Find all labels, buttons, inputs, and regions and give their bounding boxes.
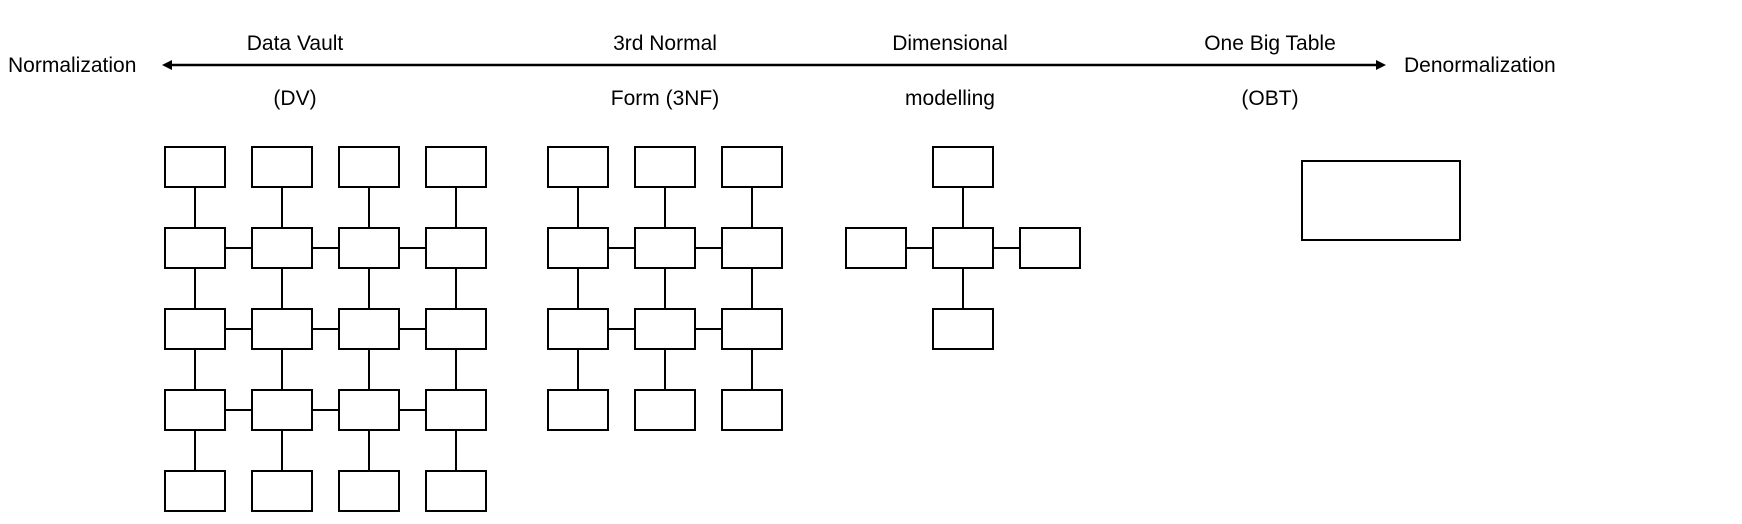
connector-vertical bbox=[281, 188, 283, 227]
connector-horizontal bbox=[313, 409, 338, 411]
stage-label-data-vault: Data Vault (DV) bbox=[195, 3, 395, 139]
stage-label-dimensional-modelling: Dimensional modelling bbox=[850, 3, 1050, 139]
table-box bbox=[164, 146, 226, 188]
table-box bbox=[634, 227, 696, 269]
connector-horizontal bbox=[400, 247, 425, 249]
table-box bbox=[721, 227, 783, 269]
connector-vertical bbox=[368, 431, 370, 470]
connector-horizontal bbox=[696, 247, 721, 249]
dimension-table-box bbox=[1019, 227, 1081, 269]
connector-vertical bbox=[962, 188, 964, 227]
connector-vertical bbox=[751, 269, 753, 308]
connector-horizontal bbox=[696, 328, 721, 330]
stage-label-line1: Dimensional bbox=[892, 32, 1008, 56]
connector-horizontal bbox=[400, 409, 425, 411]
connector-vertical bbox=[664, 188, 666, 227]
connector-vertical bbox=[368, 188, 370, 227]
connector-vertical bbox=[194, 188, 196, 227]
connector-horizontal bbox=[226, 247, 251, 249]
connector-vertical bbox=[962, 269, 964, 308]
table-box bbox=[251, 227, 313, 269]
table-box bbox=[721, 308, 783, 350]
table-box bbox=[164, 227, 226, 269]
stage-label-line2: (DV) bbox=[273, 86, 317, 110]
table-box bbox=[425, 308, 487, 350]
table-box bbox=[164, 389, 226, 431]
table-box bbox=[634, 146, 696, 188]
connector-vertical bbox=[577, 188, 579, 227]
table-box bbox=[338, 389, 400, 431]
table-box bbox=[251, 389, 313, 431]
connector-horizontal bbox=[609, 328, 634, 330]
connector-vertical bbox=[455, 350, 457, 389]
fact-table-box bbox=[932, 227, 994, 269]
table-box bbox=[338, 470, 400, 512]
connector-vertical bbox=[664, 269, 666, 308]
stage-label-line2: Form (3NF) bbox=[610, 86, 720, 110]
table-box bbox=[547, 389, 609, 431]
table-box bbox=[338, 227, 400, 269]
table-box bbox=[721, 146, 783, 188]
table-box bbox=[164, 308, 226, 350]
table-box bbox=[251, 308, 313, 350]
connector-horizontal bbox=[609, 247, 634, 249]
table-box bbox=[547, 308, 609, 350]
axis-label-denormalization: Denormalization bbox=[1404, 54, 1556, 77]
dimension-table-box bbox=[845, 227, 907, 269]
table-box bbox=[425, 470, 487, 512]
connector-vertical bbox=[751, 188, 753, 227]
connector-horizontal bbox=[313, 328, 338, 330]
connector-vertical bbox=[281, 431, 283, 470]
connector-vertical bbox=[194, 431, 196, 470]
table-box bbox=[634, 308, 696, 350]
stage-label-line2: (OBT) bbox=[1241, 86, 1299, 110]
stage-label-line1: Data Vault bbox=[246, 32, 344, 56]
one-big-table-box bbox=[1301, 160, 1461, 241]
table-box bbox=[547, 146, 609, 188]
connector-vertical bbox=[577, 269, 579, 308]
dimension-table-box bbox=[932, 308, 994, 350]
connector-vertical bbox=[368, 269, 370, 308]
table-box bbox=[547, 227, 609, 269]
connector-horizontal bbox=[994, 247, 1019, 249]
connector-vertical bbox=[194, 350, 196, 389]
connector-vertical bbox=[455, 431, 457, 470]
table-box bbox=[425, 227, 487, 269]
stage-label-one-big-table: One Big Table (OBT) bbox=[1170, 3, 1370, 139]
normalization-axis-arrow bbox=[162, 60, 1386, 70]
connector-horizontal bbox=[313, 247, 338, 249]
axis-label-normalization: Normalization bbox=[8, 54, 137, 77]
stage-label-third-normal-form: 3rd Normal Form (3NF) bbox=[565, 3, 765, 139]
stage-label-line1: One Big Table bbox=[1204, 32, 1336, 56]
connector-vertical bbox=[194, 269, 196, 308]
stage-label-line1: 3rd Normal bbox=[613, 32, 717, 56]
table-box bbox=[425, 389, 487, 431]
connector-horizontal bbox=[226, 409, 251, 411]
connector-horizontal bbox=[907, 247, 932, 249]
table-box bbox=[338, 146, 400, 188]
connector-vertical bbox=[664, 350, 666, 389]
connector-vertical bbox=[281, 269, 283, 308]
connector-vertical bbox=[455, 188, 457, 227]
table-box bbox=[251, 146, 313, 188]
table-box bbox=[721, 389, 783, 431]
table-box bbox=[251, 470, 313, 512]
stage-label-line2: modelling bbox=[905, 86, 995, 110]
table-box bbox=[338, 308, 400, 350]
connector-vertical bbox=[281, 350, 283, 389]
table-box bbox=[164, 470, 226, 512]
connector-vertical bbox=[368, 350, 370, 389]
connector-vertical bbox=[751, 350, 753, 389]
connector-horizontal bbox=[400, 328, 425, 330]
connector-vertical bbox=[455, 269, 457, 308]
dimension-table-box bbox=[932, 146, 994, 188]
table-box bbox=[425, 146, 487, 188]
connector-vertical bbox=[577, 350, 579, 389]
connector-horizontal bbox=[226, 328, 251, 330]
table-box bbox=[634, 389, 696, 431]
